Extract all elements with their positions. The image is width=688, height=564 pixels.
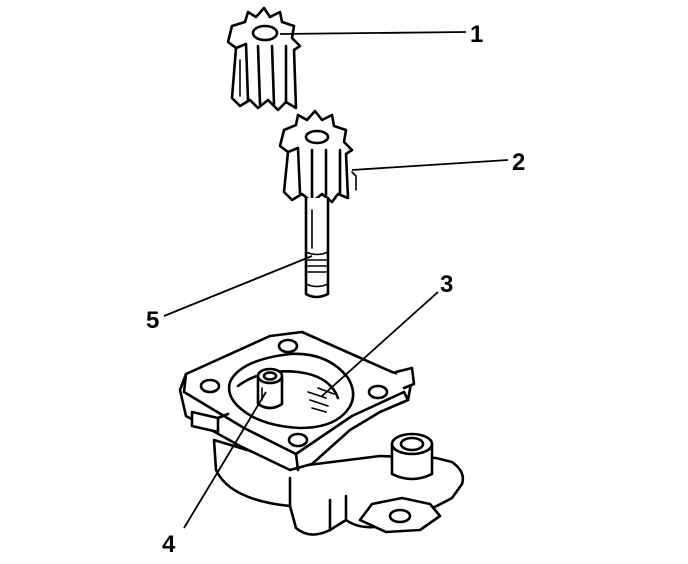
- pump-housing: [178, 330, 465, 536]
- callout-2: 2: [512, 149, 525, 176]
- leader-line-3: [321, 291, 439, 397]
- callout-5: 5: [146, 307, 159, 334]
- driven-gear: [226, 6, 302, 112]
- leader-line-2: [351, 159, 509, 171]
- callout-3: 3: [440, 271, 453, 298]
- idler-shaft-post: [256, 367, 284, 410]
- drive-shaft: [304, 196, 330, 299]
- callout-1: 1: [470, 21, 483, 48]
- leader-line-5: [163, 255, 313, 317]
- callout-4: 4: [162, 531, 176, 558]
- drive-gear: [278, 109, 357, 204]
- leader-line-1: [279, 31, 467, 35]
- leader-line-4: [183, 391, 267, 529]
